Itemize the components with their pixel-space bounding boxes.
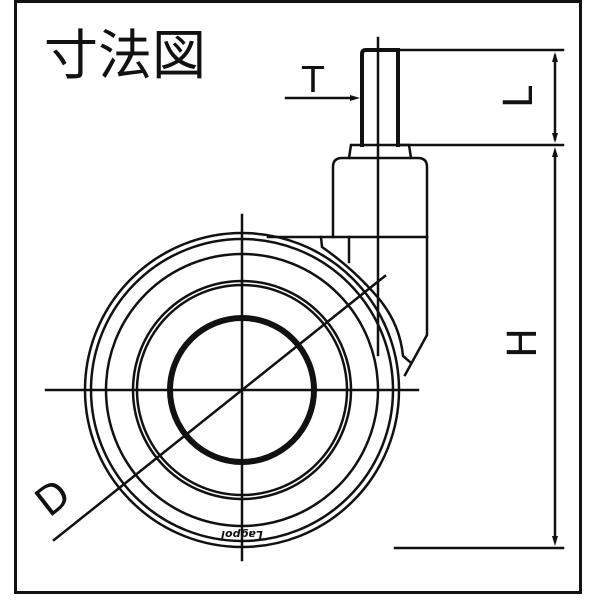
wheel-marking: Lagpol [221, 528, 263, 541]
wheel-centerlines [44, 36, 420, 562]
caster-fork [319, 235, 429, 377]
drawing-frame [14, 0, 582, 594]
dimension-line-l [552, 52, 558, 143]
drawing-title: 寸法図 [44, 24, 206, 87]
label-h: H [500, 328, 546, 358]
label-d: D [27, 471, 80, 526]
dimension-line-h [552, 147, 558, 546]
dimension-arrow-t [284, 95, 360, 101]
extension-lines [393, 48, 565, 550]
label-l: L [496, 85, 542, 108]
caster-collar [347, 143, 413, 160]
dimension-line-d [52, 274, 387, 542]
caster-stem [360, 48, 400, 147]
caster-body [266, 156, 429, 239]
label-t: T [301, 60, 325, 101]
